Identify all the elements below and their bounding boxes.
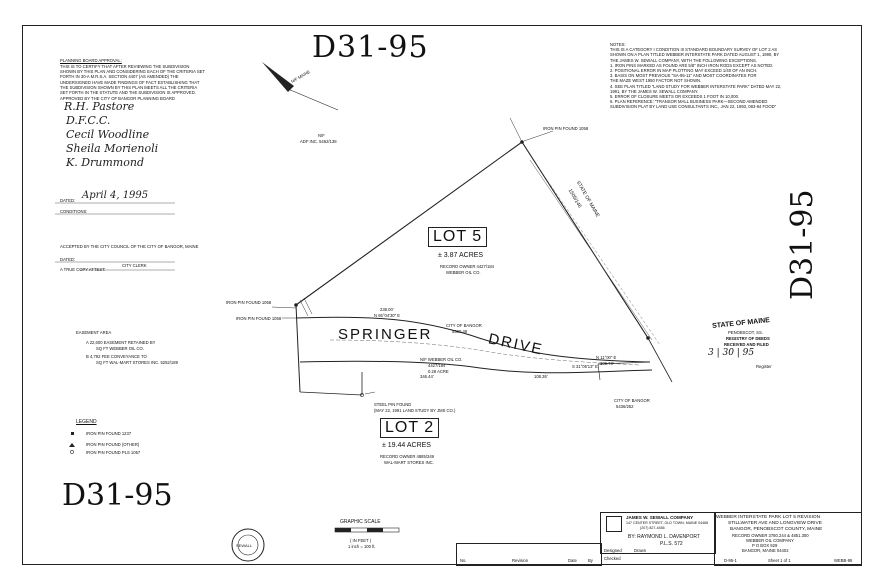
revision-table [456, 543, 602, 566]
rev-col-no: No. [460, 558, 467, 563]
seal-text: SEWALL [236, 543, 253, 548]
dated-label: DATED: [60, 198, 76, 203]
lot2-area: ± 19.44 ACRES [382, 442, 431, 449]
dist-3: 108.36' [534, 374, 548, 379]
registry-county: PENOBSCOT, SS. [728, 330, 763, 335]
signature-2: D.F.C.C. [66, 114, 111, 127]
lot5-owner: RECORD OWNER 4427/184 [440, 264, 494, 269]
dated2-label: DATED: [60, 257, 76, 262]
lot5-area: ± 3.87 ACRES [438, 252, 484, 259]
iron-pin-label-1: IRON PIN FOUND 1058 [543, 126, 589, 131]
registry-register: Register [756, 364, 772, 369]
rev-col-by: By [588, 558, 593, 563]
scale-ratio: 1 inch = 100 ft. [348, 544, 376, 549]
iron-pin-label-3: IRON PIN FOUND 1058 [236, 316, 282, 321]
job-no: WEBB-95 [834, 558, 853, 563]
surveyor-pls: P.L.S. 572 [660, 541, 683, 547]
city-ref-2: 5436/252 [616, 404, 634, 409]
city-ref: 5580.49 [452, 329, 468, 334]
signature-3: Cecil Woodline [66, 128, 150, 141]
dated-value: April 4, 1995 [82, 190, 149, 201]
bearing-1: N 65°04'30" E [374, 313, 401, 318]
legend-item-2: IRON PIN FOUND (OTHER) [86, 442, 140, 447]
signature-5: K. Drummond [66, 156, 144, 169]
webber-ref: 4427/184 [428, 363, 446, 368]
drawing-border [22, 25, 862, 565]
company-block [600, 512, 716, 554]
scale-unit: ( IN FEET ) [350, 538, 372, 543]
adf-label: ADF INC. 5462/138 [300, 139, 337, 144]
city-bangor: CITY OF BANGOR [446, 323, 482, 328]
company-address: 147 CENTER STREET, OLD TOWN, MAINE 04468 [626, 521, 709, 525]
sheet-no: Sheet 1 of 1 [768, 558, 791, 563]
drawn-label: Drawn [634, 548, 647, 553]
legend-item-1: IRON PIN FOUND 1237 [86, 431, 132, 436]
title-line-6: P O BOX 929 [752, 543, 778, 548]
title-line-4: RECORD OWNER 3780.244 & 4851.300 [732, 533, 809, 538]
nf-label: N/F [318, 133, 325, 138]
conditions-label: CONDITIONS: [60, 209, 88, 214]
signature-1: R.H. Pastore [64, 100, 135, 113]
dist-4: 106.73' [600, 361, 614, 366]
signature-4: Sheila Morienoli [66, 142, 159, 155]
drawing-number-top: D31-95 [312, 30, 429, 65]
lot2-owner2: WAL-MART STORES INC. [384, 460, 434, 465]
legend-item-3: IRON PIN FOUND PLS 1057 [86, 450, 141, 455]
drawing-number-bottom: D31-95 [62, 478, 173, 513]
checked-label: Checked [604, 556, 621, 561]
surveyor-name: BY: RAYMOND L. DAVENPORT [628, 534, 700, 540]
registry-date: 3 | 30 | 95 [708, 348, 755, 358]
company-phone: (207) 827-4456 [640, 526, 665, 530]
title-block [714, 512, 862, 566]
rev-col-revision: Revision [512, 558, 529, 563]
company-name: JAMES W. SEWALL COMPANY [626, 515, 694, 520]
easement-line-2b: SQ FT WAL-MART STORES INC. 5252/189 [96, 360, 178, 365]
registry-deeds: REGISTRY OF DEEDS [726, 336, 770, 341]
approval-text: THIS IS TO CERTIFY THAT AFTER REVIEWING … [60, 64, 205, 96]
drawing-number-side: D31-95 [785, 189, 820, 300]
steel-pin-note: (MAY 22, 1991 LAND STUDY BY JMS CO.) [374, 408, 456, 413]
street-name-springer: SPRINGER [338, 326, 433, 343]
designed-label: Designed [604, 548, 622, 553]
title-line-3: BANGOR, PENOBSCOT COUNTY, MAINE [730, 527, 823, 532]
webber-oil: N/F WEBBER OIL CO. [420, 357, 463, 362]
legend-heading: LEGEND [76, 419, 97, 425]
dist-2: 346.44' [420, 374, 434, 379]
registry-received: RECEIVED AND FILED [724, 342, 769, 347]
approval-heading: PLANNING BOARD APPROVAL: [60, 58, 122, 63]
lot5-owner2: WEBBER OIL CO. [446, 270, 481, 275]
scale-title: GRAPHIC SCALE [340, 519, 381, 525]
title-line-1: WEBBER INTERSTATE PARK LOT 5 REVISION [716, 515, 821, 520]
lot2-label: LOT 2 [380, 418, 440, 438]
rev-col-date: Date [568, 558, 577, 563]
drawing-no: D-95-1 [724, 558, 737, 563]
bearing-2: S 31°05'13" E [572, 364, 598, 369]
lot2-owner: RECORD OWNER 4885/349 [380, 454, 434, 459]
lot5-label: LOT 5 [428, 227, 488, 247]
approved-by: APPROVED BY THE CITY OF BANGOR PLANNING … [60, 96, 175, 101]
easement-heading: EASEMENT AREA [76, 330, 112, 335]
iron-pin-label-2: IRON PIN FOUND 1058 [226, 300, 272, 305]
title-line-7: BANGOR, MAINE 04402 [742, 548, 789, 553]
easement-line-1: A 22,600 EASEMENT RETAINED BY [86, 340, 156, 345]
company-logo-icon [606, 516, 622, 532]
steel-pin-label: STEEL PIN FOUND [374, 402, 412, 407]
bearing-3: N 11°00" E [596, 355, 617, 360]
accepted-text: ACCEPTED BY THE CITY COUNCIL OF THE CITY… [60, 244, 199, 249]
dist-1: 238.00' [380, 307, 394, 312]
attest-label: A TRUE COPY ATTEST: [60, 267, 106, 272]
city-bangor-2: CITY OF BANGOR [614, 398, 650, 403]
easement-line-1b: SQ FT WEBBER OIL CO. [96, 346, 144, 351]
title-line-2: STILLWATER AVE AND LONGVIEW DRIVE [728, 521, 822, 526]
title-line-5: WEBBER OIL COMPANY [746, 538, 794, 543]
survey-notes: NOTES: THIS IS A CATEGORY I CONDITION II… [610, 42, 782, 110]
easement-line-2: B 4,792 FEE CONVEYANCE TO [86, 354, 147, 359]
webber-area: 0.28 ACRE [428, 369, 449, 374]
clerk-label: CITY CLERK [122, 263, 147, 268]
